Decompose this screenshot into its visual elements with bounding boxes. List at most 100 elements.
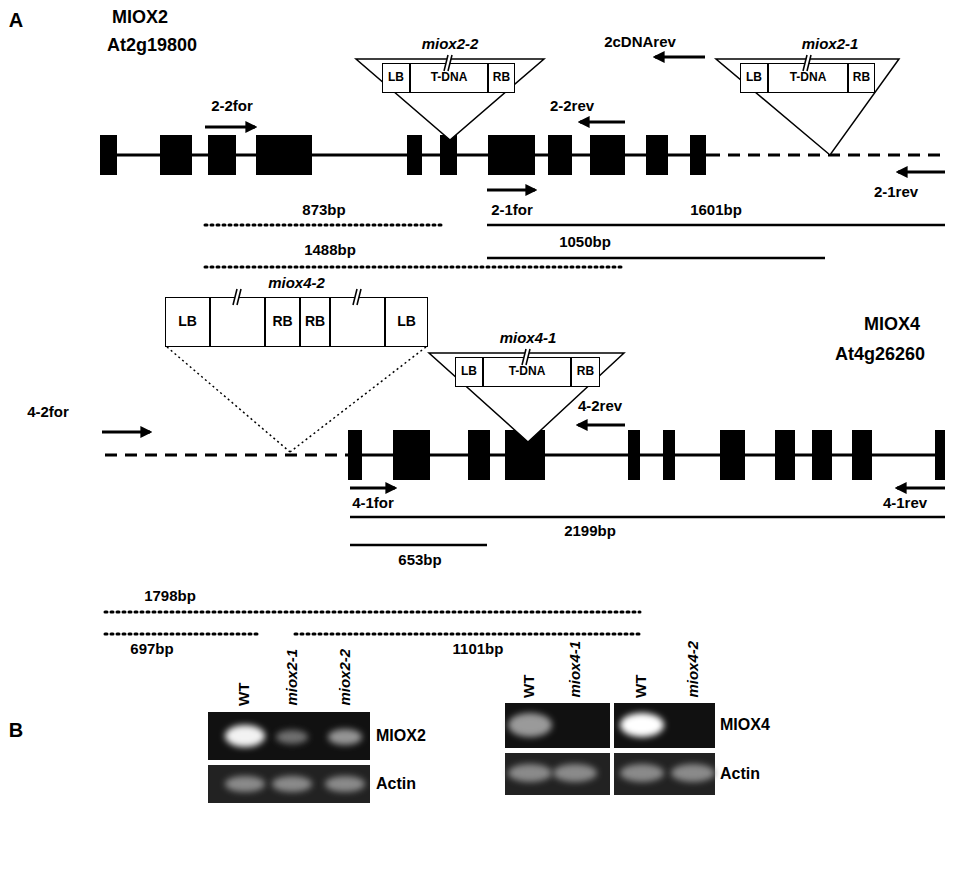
- allele-name: miox4-2: [268, 275, 325, 292]
- border-name: T-DNA: [790, 71, 827, 84]
- amplicon-dotted-line: [205, 266, 625, 269]
- border-name: RB: [853, 71, 870, 84]
- amplicon-line: [350, 544, 487, 547]
- amplicon-dotted-line: [205, 224, 445, 227]
- product-size: 1488bp: [304, 242, 356, 259]
- gene-name: MIOX4: [864, 315, 920, 335]
- gel-label: MIOX2: [376, 727, 426, 745]
- amplicon-dotted-line: [105, 225, 640, 634]
- gel-image: [325, 776, 365, 792]
- product-size: 697bp: [130, 641, 173, 658]
- gel-image: [276, 730, 308, 744]
- primer-arrow: [655, 56, 705, 59]
- tdna-segment: [210, 297, 265, 347]
- gel-image: [614, 753, 715, 795]
- exon: [407, 135, 422, 175]
- border-box: RB: [488, 63, 515, 93]
- gel-label: MIOX4: [720, 716, 770, 734]
- border-name: LB: [178, 314, 197, 329]
- exon: [590, 135, 625, 175]
- border-name: RB: [272, 314, 292, 329]
- break-mark: [237, 289, 241, 305]
- amplicon-dotted-line: [105, 633, 260, 636]
- exon: [812, 430, 832, 480]
- break-mark: [522, 349, 526, 365]
- exon: [720, 430, 745, 480]
- border-box: RB: [265, 297, 300, 347]
- break-mark: [803, 55, 807, 71]
- allele-name: miox2-2: [422, 36, 479, 53]
- primer-arrow: [897, 487, 945, 490]
- primer-name: 4-2rev: [578, 398, 622, 415]
- border-name: RB: [577, 365, 594, 378]
- insertion-triangle: [716, 59, 899, 155]
- break-mark: [353, 289, 361, 305]
- break-mark: [444, 55, 452, 71]
- primer-arrow: [580, 121, 625, 124]
- insertion-guide: [290, 347, 426, 452]
- break-mark: [522, 349, 530, 365]
- border-box: RB: [848, 63, 875, 93]
- break-mark: [807, 55, 811, 71]
- gene-name: MIOX2: [112, 8, 168, 28]
- primer-name: 2cDNArev: [604, 34, 676, 51]
- exon: [646, 135, 668, 175]
- amplicon-dotted-line: [295, 633, 640, 636]
- insertion-triangle: miox2-1LBT-DNARB: [715, 58, 900, 155]
- tdna-segment: [330, 297, 385, 347]
- product-size: 1050bp: [559, 234, 611, 251]
- border-name: RB: [305, 314, 325, 329]
- product-size: 1101bp: [453, 641, 504, 658]
- break-mark: [351, 289, 365, 305]
- product-size: 653bp: [398, 552, 441, 569]
- break-mark: [442, 55, 456, 71]
- gel-image: [553, 764, 597, 782]
- primer-name: 4-2for: [27, 404, 69, 421]
- product-size: 1798bp: [144, 588, 196, 605]
- insertion-triangle: [356, 59, 544, 140]
- primer-arrow: [102, 57, 945, 488]
- insertion-triangle: [429, 353, 624, 442]
- gel-image: [208, 765, 370, 803]
- break-mark: [233, 289, 241, 305]
- exon: [775, 430, 795, 480]
- exon: [160, 135, 192, 175]
- break-mark: [444, 55, 448, 71]
- break-mark: [526, 349, 530, 365]
- break-mark: [231, 289, 245, 305]
- gel-image: [225, 725, 265, 747]
- gene-locus: At4g26260: [835, 345, 925, 365]
- border-box: LB: [385, 297, 428, 347]
- gene-line: [708, 154, 945, 157]
- break-mark: [520, 349, 534, 365]
- primer-name: 2-1for: [491, 202, 533, 219]
- gel-image: [208, 712, 370, 760]
- border-box: LB: [382, 63, 410, 93]
- lane-label: miox2-2: [337, 649, 354, 706]
- amplicon-line: [487, 257, 825, 260]
- break-mark: [448, 55, 452, 71]
- gene-locus: At2g19800: [107, 36, 197, 56]
- insertion-guide: [167, 347, 426, 452]
- primer-name: 4-1rev: [883, 495, 927, 512]
- gel-label: Actin: [720, 765, 760, 783]
- exon: [440, 135, 457, 175]
- gel-image: [671, 764, 715, 782]
- gel-label: Actin: [376, 775, 416, 793]
- insertion-triangle: miox2-2LBT-DNARB: [355, 58, 545, 140]
- lane-label: miox2-1: [284, 649, 301, 706]
- gel-image: [225, 776, 265, 792]
- amplicon-line: [350, 225, 945, 545]
- amplicon-dotted-line: [105, 611, 640, 614]
- border-box: T-DNA: [483, 357, 571, 387]
- border-name: T-DNA: [431, 71, 468, 84]
- gel-image: [272, 776, 312, 792]
- gel-image: [620, 764, 664, 782]
- gel-image: [208, 703, 715, 803]
- exon: [935, 430, 945, 480]
- exon: [628, 430, 640, 480]
- gel-image: [505, 703, 610, 748]
- exon: [663, 430, 675, 480]
- primer-arrow: [102, 431, 150, 434]
- panel-letter: B: [9, 719, 23, 741]
